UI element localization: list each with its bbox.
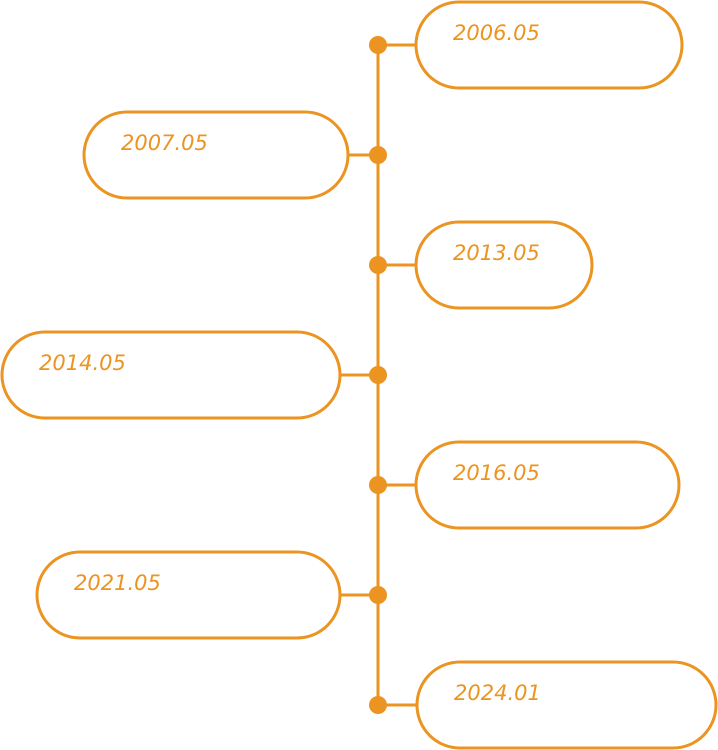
event-pill [35,550,342,640]
event-pill [414,440,681,530]
timeline-node-dot [369,256,387,274]
event-pill [414,0,684,90]
event-pill [0,330,342,420]
event-date-label: 2013.05 [453,241,540,265]
event-date-label: 2014.05 [39,351,126,375]
event-date-label: 2006.05 [453,21,540,45]
timeline-node-dot [369,586,387,604]
timeline-node-dot [369,366,387,384]
event-pill [415,660,718,750]
event-pill [82,110,350,200]
event-date-label: 2007.05 [121,131,208,155]
event-pill [414,220,594,310]
timeline-node-dot [369,146,387,164]
timeline-node-dot [369,696,387,714]
timeline-node-dot [369,36,387,54]
event-date-label: 2024.01 [454,681,541,705]
timeline-node-dot [369,476,387,494]
event-date-label: 2016.05 [453,461,540,485]
event-date-label: 2021.05 [74,571,161,595]
